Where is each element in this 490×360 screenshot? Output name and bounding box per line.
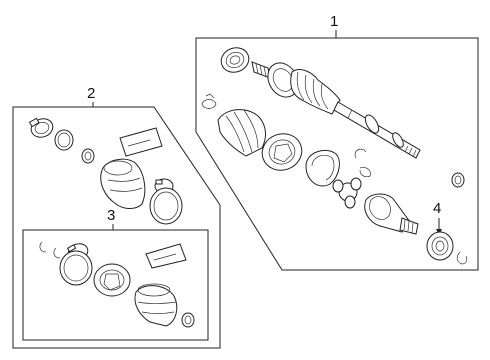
drive-shaft-assembly-icon bbox=[201, 47, 465, 235]
inner-boot-kit-icon bbox=[39, 241, 195, 328]
callout-3[interactable]: 3 bbox=[107, 207, 115, 230]
kit-3-frame bbox=[22, 229, 209, 341]
callout-3-label: 3 bbox=[107, 207, 115, 224]
callout-1-label: 1 bbox=[330, 13, 338, 30]
callout-1[interactable]: 1 bbox=[330, 13, 338, 38]
assembly-1-frame bbox=[195, 37, 479, 271]
kit-2-frame bbox=[12, 106, 221, 349]
callout-4[interactable]: 4 bbox=[433, 200, 442, 235]
outer-boot-kit-icon bbox=[28, 117, 183, 225]
dust-seal-icon bbox=[426, 231, 468, 265]
callout-2-label: 2 bbox=[87, 85, 95, 102]
callout-4-label: 4 bbox=[433, 200, 441, 217]
callout-2[interactable]: 2 bbox=[87, 85, 95, 107]
